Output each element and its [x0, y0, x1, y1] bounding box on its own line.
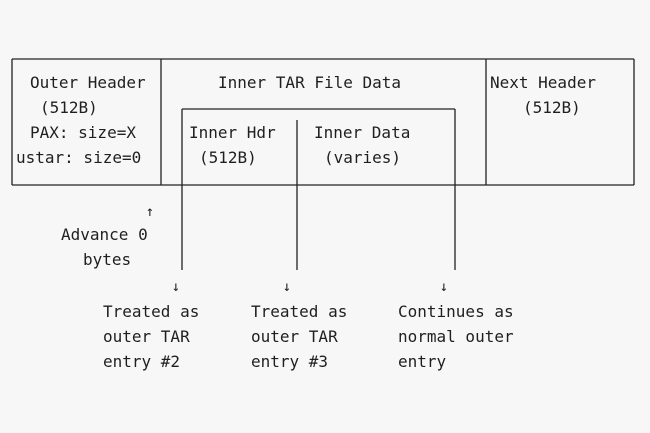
inner-hdr-size: (512B): [199, 148, 257, 167]
inner-data-label: Inner Data: [314, 123, 411, 142]
up-arrow-icon: ↑: [145, 204, 155, 220]
note-entry-3-line1: Treated as: [251, 302, 348, 321]
note-entry-2-line1: Treated as: [103, 302, 200, 321]
note-continues-line3: entry: [398, 352, 447, 371]
next-header-label: Next Header: [490, 73, 596, 92]
note-continues-line1: Continues as: [398, 302, 514, 321]
next-header-size: (512B): [523, 98, 581, 117]
note-entry-2-line3: entry #2: [103, 352, 181, 371]
inner-data-size: (varies): [324, 148, 402, 167]
down-arrow-icon: ↓: [282, 279, 292, 295]
outer-header-size: (512B): [40, 98, 98, 117]
note-continues-line2: normal outer: [398, 327, 514, 346]
down-arrow-icon: ↓: [171, 279, 181, 295]
inner-hdr-label: Inner Hdr: [189, 123, 276, 142]
note-entry-3-line3: entry #3: [251, 352, 329, 371]
outer-header-pax: PAX: size=X: [30, 123, 136, 142]
advance-line2: bytes: [83, 250, 132, 269]
outer-header-ustar: ustar: size=0: [16, 148, 142, 167]
advance-line1: Advance 0: [61, 225, 148, 244]
down-arrow-icon: ↓: [439, 279, 449, 295]
outer-header-label: Outer Header: [30, 73, 146, 92]
inner-tar-title: Inner TAR File Data: [218, 73, 402, 92]
note-entry-3-line2: outer TAR: [251, 327, 338, 346]
note-entry-2-line2: outer TAR: [103, 327, 190, 346]
